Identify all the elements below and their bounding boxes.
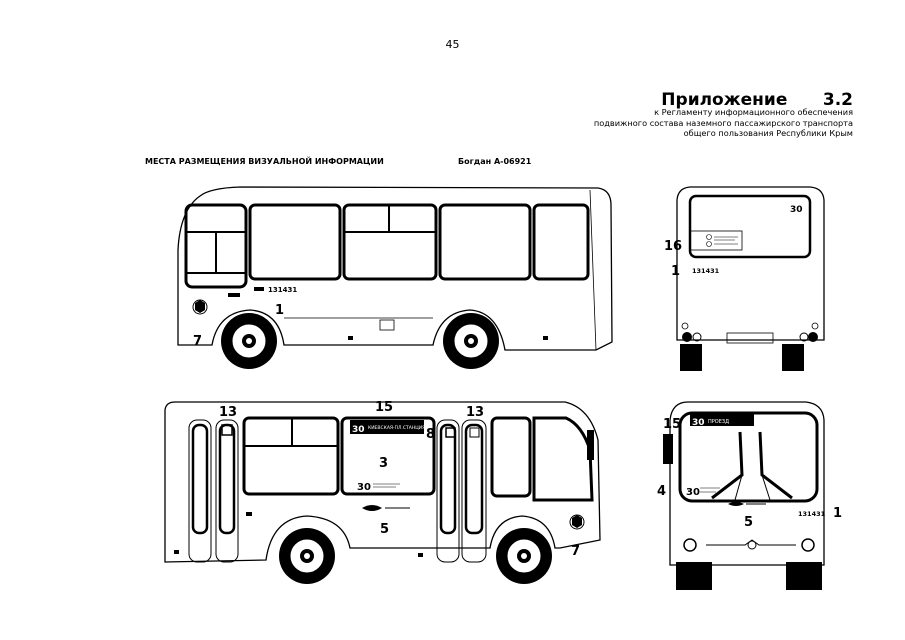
subtitle-line-1: к Регламенту информационного обеспечения	[654, 107, 853, 117]
wheel-icon	[221, 313, 277, 369]
marker-5-front: 5	[744, 515, 753, 530]
route-number-front-window: 30	[686, 487, 700, 498]
route-sign-text-side: КИЕВСКАЯ-ПЛ.СТАНЦИЯ	[368, 425, 425, 431]
carrier-logo-icon	[728, 502, 766, 506]
marker-1-rear: 1	[671, 264, 680, 279]
subtitle-line-2: подвижного состава наземного пассажирско…	[593, 117, 853, 128]
reg-number-rear: 131431	[692, 267, 720, 275]
wheel-icon	[496, 528, 552, 584]
route-number-side-window: 30	[357, 482, 371, 493]
marker-5: 5	[380, 522, 389, 537]
route-sign-text-front: ПРОЕЗД	[708, 419, 729, 425]
marker-1-front: 1	[833, 506, 842, 521]
appendix-subtitle: к Регламенту информационного обеспечения…	[453, 107, 853, 139]
reg-number-left: 131431	[268, 286, 297, 294]
crimea-emblem-icon	[192, 299, 208, 315]
crimea-emblem-icon	[569, 514, 585, 530]
marker-13: 13	[466, 405, 484, 420]
marker-16: 16	[664, 239, 682, 254]
route-number-side: 30	[352, 425, 365, 435]
subtitle-line-3: общего пользования Республики Крым	[683, 128, 853, 138]
appendix-title: Приложение 3.2	[661, 90, 853, 110]
bus-front-view: 30 ПРОЕЗД 30 15 4 5 1 131431	[657, 401, 842, 590]
wheel-icon	[443, 313, 499, 369]
marker-15-front: 15	[663, 417, 681, 432]
reg-number-front: 131431	[798, 510, 826, 518]
marker-4: 4	[657, 484, 666, 499]
wheel-icon	[279, 528, 335, 584]
sticker-icon	[706, 234, 738, 247]
marker-1: 1	[275, 303, 284, 318]
section-label: МЕСТА РАЗМЕЩЕНИЯ ВИЗУАЛЬНОЙ ИНФОРМАЦИИ	[145, 157, 384, 166]
marker-7: 7	[571, 544, 580, 559]
page-number: 45	[445, 38, 460, 51]
bus-left-side-view: 131431 1 7	[177, 186, 613, 369]
bus-rear-view: 30 16 1 131431	[664, 186, 825, 371]
marker-15: 15	[375, 400, 393, 415]
route-number-rear: 30	[790, 205, 803, 215]
bus-model-label: Богдан А-06921	[458, 157, 532, 166]
bus-right-side-view: 30 КИЕВСКАЯ-ПЛ.СТАНЦИЯ 30	[164, 400, 601, 584]
marker-8: 8	[426, 427, 435, 442]
carrier-logo-icon	[362, 505, 410, 511]
marker-3: 3	[379, 456, 388, 471]
route-number-front: 30	[692, 418, 705, 428]
marker-7: 7	[193, 334, 202, 349]
marker-13: 13	[219, 405, 237, 420]
